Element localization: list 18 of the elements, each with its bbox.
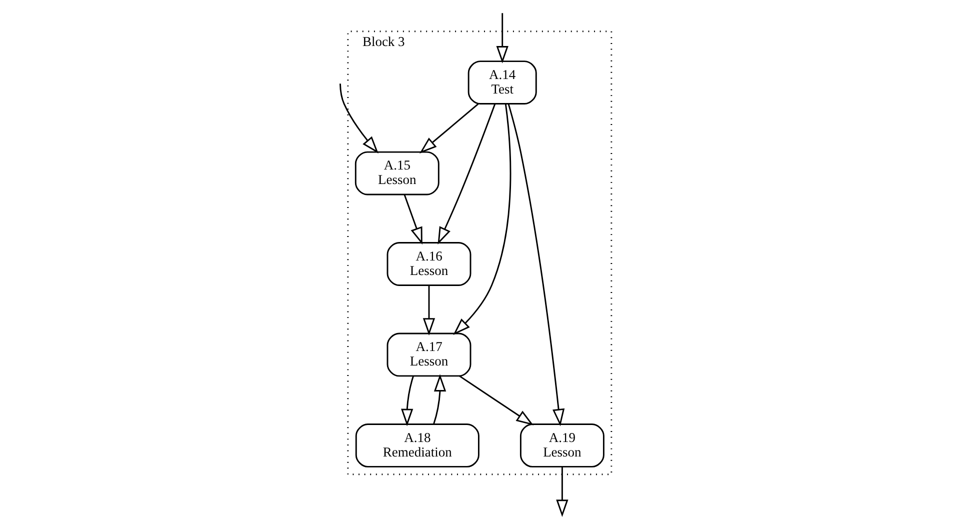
arrow — [339, 84, 378, 154]
arrow — [453, 104, 512, 335]
arrow — [404, 194, 422, 245]
arrow — [508, 104, 565, 426]
node-box: A.17 Lesson — [386, 332, 472, 377]
node-box: A.14 Test — [468, 60, 537, 104]
arrow — [556, 466, 568, 518]
arrow — [433, 374, 446, 424]
arrow — [438, 104, 496, 244]
arrow — [459, 375, 534, 426]
arrow — [420, 103, 479, 154]
arrow — [496, 13, 508, 64]
node-box: A.19 Lesson — [520, 423, 604, 468]
node-box: A.15 Lesson — [354, 151, 440, 196]
arrow — [401, 376, 414, 426]
arrow — [422, 286, 436, 336]
node-box: A.18 Remediation — [355, 423, 480, 468]
node-box: A.16 Lesson — [386, 242, 472, 286]
